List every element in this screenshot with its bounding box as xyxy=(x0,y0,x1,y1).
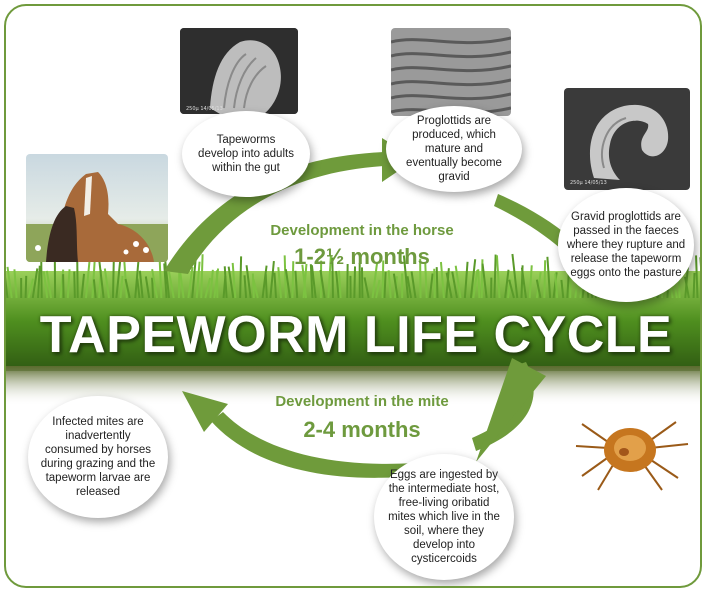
step-eggs-text: Eggs are ingested by the intermediate ho… xyxy=(384,468,504,566)
step-proglottids-text: Proglottids are produced, which mature a… xyxy=(400,114,508,184)
mite-stage-duration: 2-4 months xyxy=(242,417,482,443)
diagram-frame: 250µ 14/05/13 250µ 14/05/13 xyxy=(4,4,702,588)
scolex-caption: 250µ 14/05/13 xyxy=(186,106,223,112)
step-mites: Infected mites are inadvertently consume… xyxy=(28,396,168,518)
step-mites-text: Infected mites are inadvertently consume… xyxy=(39,415,157,499)
step-gravid-text: Gravid proglottids are passed in the fae… xyxy=(565,210,687,280)
horse-stage-duration: 1-2½ months xyxy=(242,244,482,270)
scolex-micrograph: 250µ 14/05/13 xyxy=(180,28,298,114)
proglottid-caption: 250µ 14/05/13 xyxy=(570,180,607,186)
proglottid-micrograph: 250µ 14/05/13 xyxy=(564,88,690,190)
horse-stage-heading: Development in the horse xyxy=(242,222,482,239)
step-adults-text: Tapeworms develop into adults within the… xyxy=(198,133,294,175)
mite-stage-heading: Development in the mite xyxy=(242,393,482,410)
step-proglottids: Proglottids are produced, which mature a… xyxy=(386,106,522,192)
grass-blade xyxy=(700,257,702,298)
step-adults: Tapeworms develop into adults within the… xyxy=(182,111,310,197)
mite-image xyxy=(568,402,694,494)
horse-photo xyxy=(26,154,168,262)
step-eggs: Eggs are ingested by the intermediate ho… xyxy=(374,454,514,580)
segments-micrograph xyxy=(391,28,511,116)
step-gravid: Gravid proglottids are passed in the fae… xyxy=(558,188,694,302)
arrowhead-lower-right xyxy=(476,358,546,462)
page-title: TAPEWORM LIFE CYCLE xyxy=(6,305,702,365)
